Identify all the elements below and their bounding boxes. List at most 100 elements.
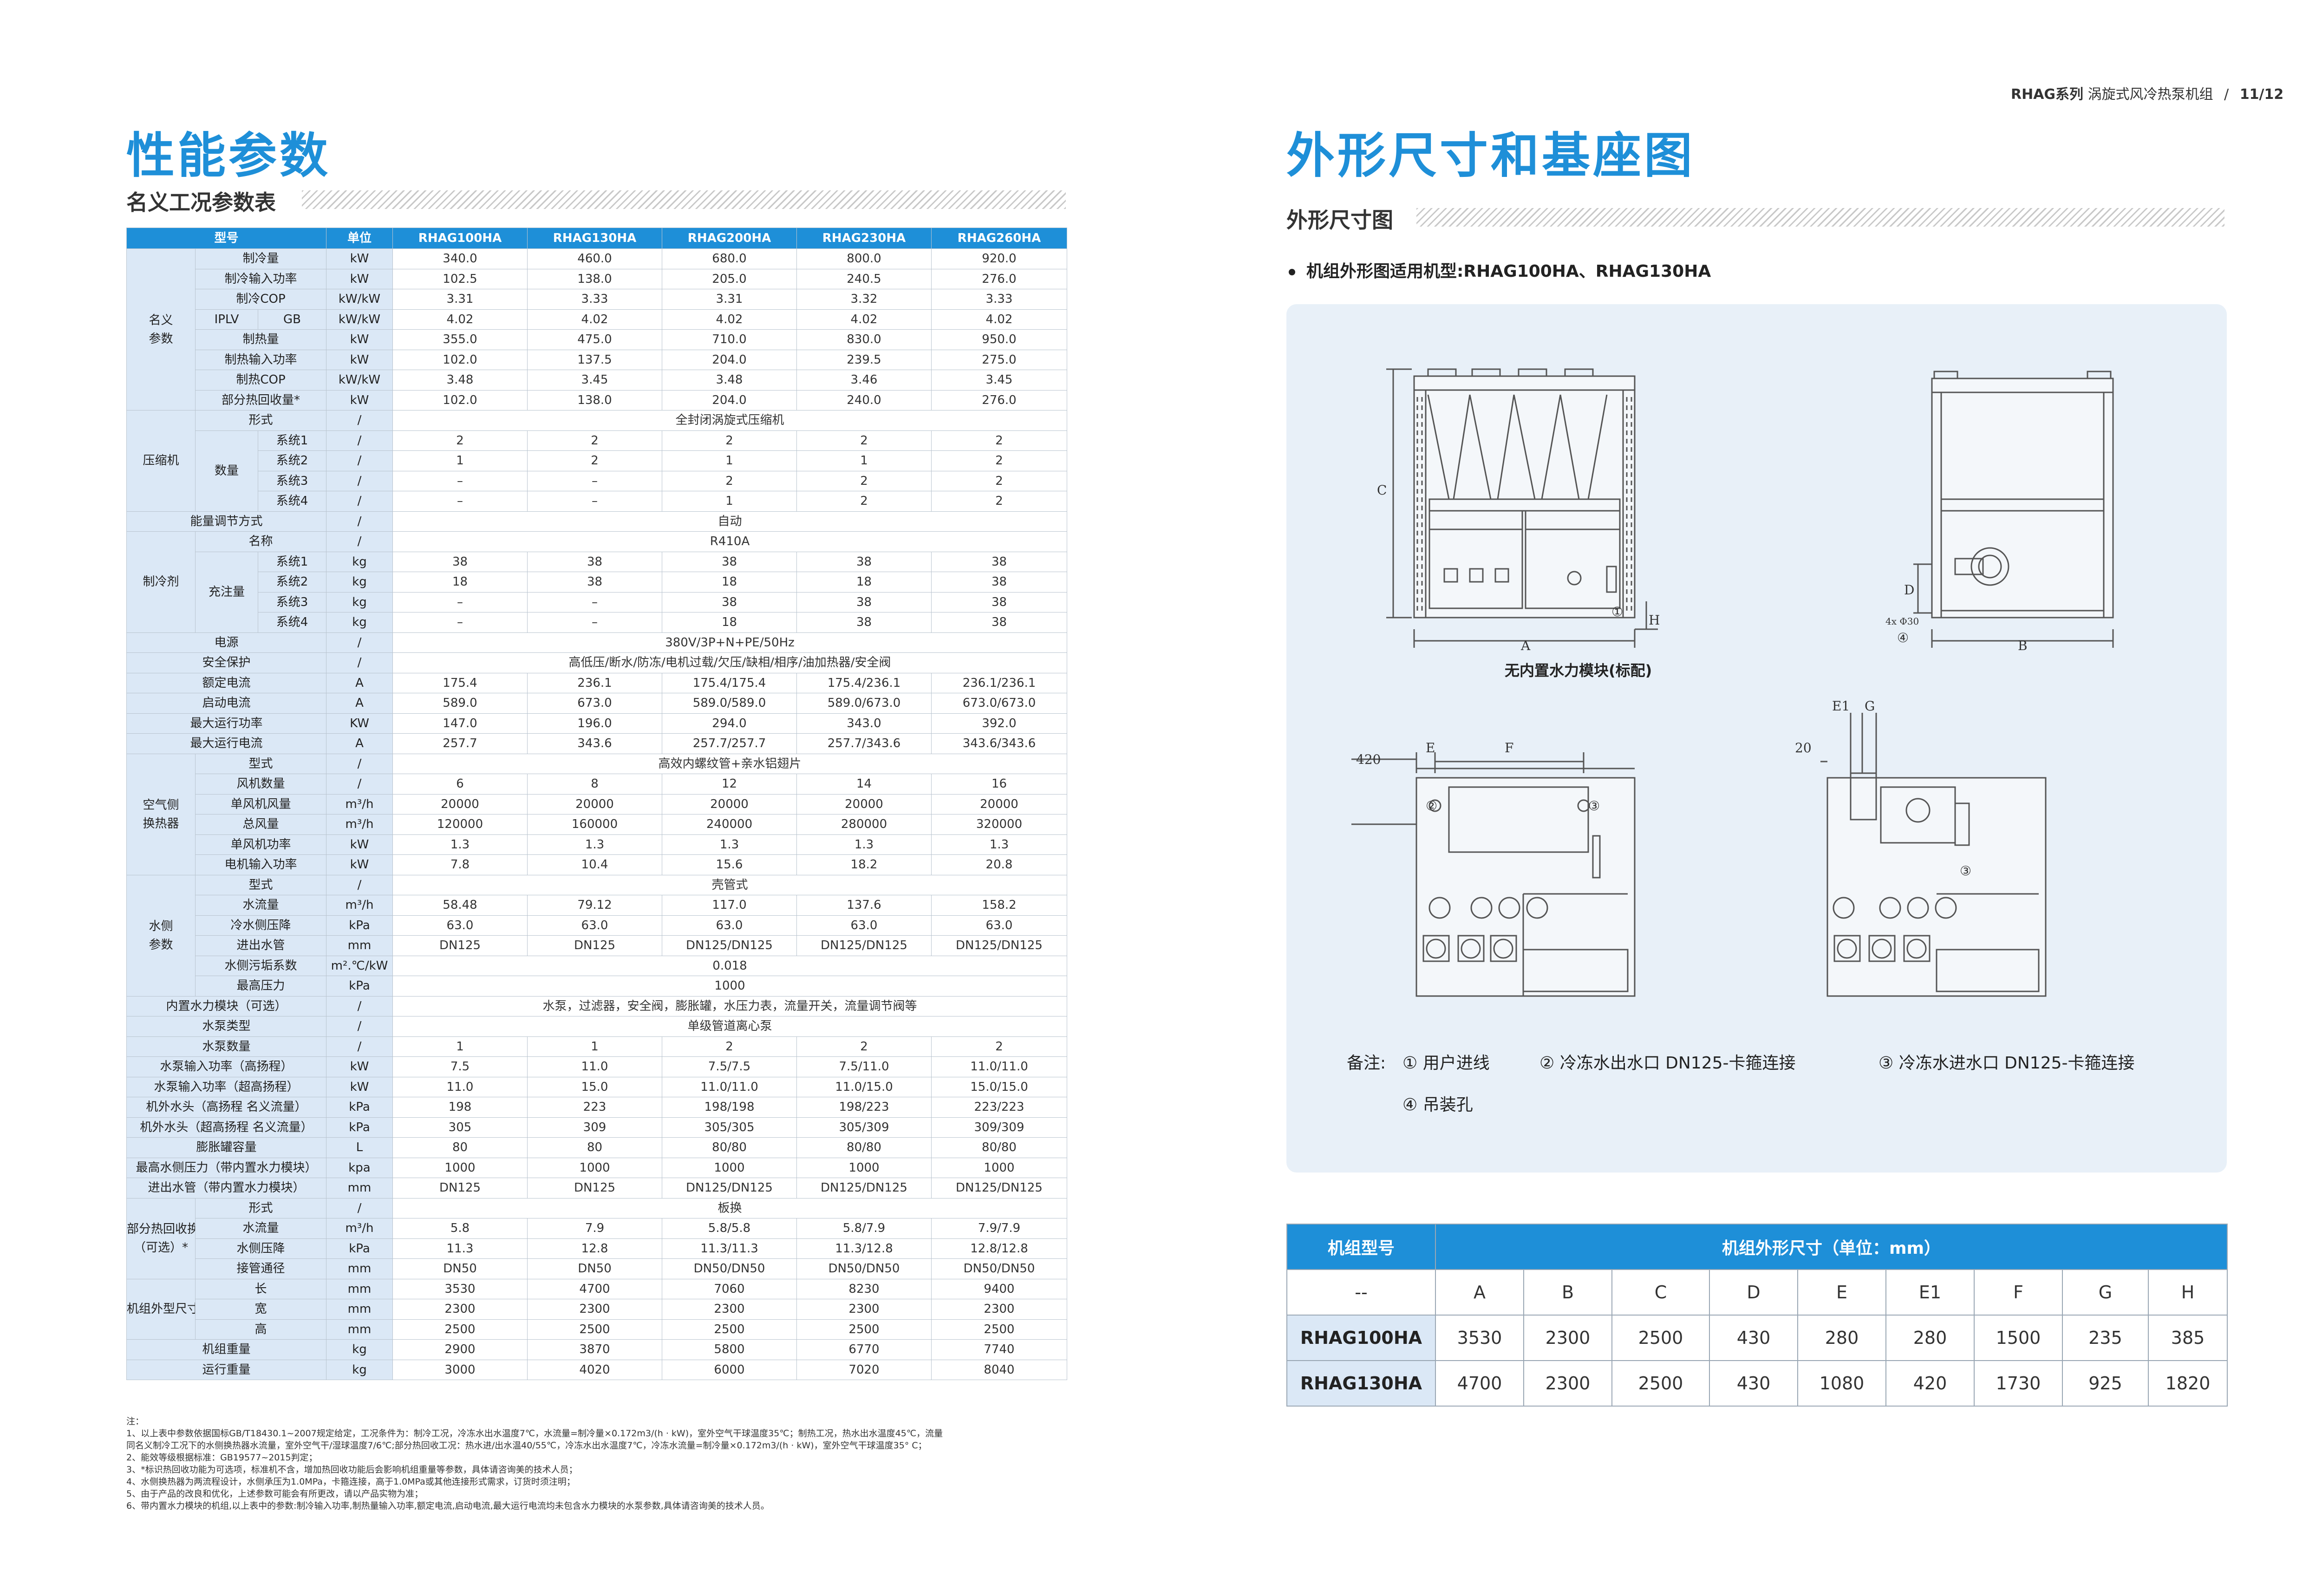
value-cell: 2500 (392, 1319, 528, 1340)
row-label: 名称 (195, 531, 326, 552)
row-label: 机外水头（超高扬程 名义流量） (126, 1117, 326, 1138)
row-label: 最高水侧压力（带内置水力模块） (126, 1157, 326, 1178)
value-cell: 343.0 (796, 713, 932, 734)
value-cell: 102.5 (392, 268, 528, 289)
value-cell: 137.5 (527, 349, 662, 370)
dim-label-20: 20 (1795, 740, 1812, 756)
value-cell: 11.0 (392, 1076, 528, 1097)
row-label: 最大运行功率 (126, 713, 326, 734)
unit-cell: kPa (326, 1238, 393, 1259)
unit-cell: / (326, 470, 393, 491)
value-cell: DN50/DN50 (662, 1258, 797, 1279)
subgroup-label: 数量 (195, 430, 258, 512)
row-label: 制冷输入功率 (195, 268, 326, 289)
value-cell: 80/80 (796, 1137, 932, 1158)
value-cell: 3.45 (527, 370, 662, 391)
value-cell: 4700 (527, 1278, 662, 1299)
unit-cell: mm (326, 1258, 393, 1279)
group-label: 名义参数 (126, 248, 196, 410)
unit-cell: / (326, 652, 393, 673)
row-label: 系统4 (258, 491, 326, 512)
row-label: 接管通径 (195, 1258, 326, 1279)
table-row: 空气侧换热器型式/高效内螺纹管+亲水铝翅片 (126, 753, 1067, 875)
unit-cell: / (326, 996, 393, 1016)
value-cell: 309 (527, 1117, 662, 1138)
group-label: 机组外型尺寸 (126, 1278, 196, 1340)
dim-label-f: F (1505, 740, 1513, 756)
value-cell: 11.0/11.0 (931, 1056, 1067, 1077)
value-cell: 20000 (392, 794, 528, 814)
value-cell: 2 (527, 430, 662, 451)
value-cell: 4.02 (527, 309, 662, 330)
unit-cell: / (326, 1016, 393, 1037)
value-cell: 3.31 (392, 289, 528, 310)
value-cell: 257.7 (392, 733, 528, 754)
value-cell: 63.0 (392, 915, 528, 936)
value-cell: 2 (662, 470, 797, 491)
footnote-line: 1、以上表中参数依据国标GB/T18430.1~2007规定给定，工况条件为：制… (126, 1428, 943, 1439)
value-cell: DN125 (392, 1178, 528, 1199)
value-cell: 223 (527, 1097, 662, 1118)
row-label: 风机数量 (195, 774, 326, 795)
merged-value-cell: R410A (392, 531, 1067, 552)
value-cell: 4.02 (796, 309, 932, 330)
value-cell: 2 (662, 1036, 797, 1057)
footnote-line: 5、由于产品的改良和优化，上述参数可能会有所更改，请以产品实物为准； (126, 1489, 424, 1499)
dim-label-a: A (1520, 638, 1531, 653)
value-cell: 8230 (796, 1278, 932, 1299)
footnote-line: 3、*标识热回收功能为可选项，标准机不含，增加热回收功能后会影响机组重量等参数，… (126, 1465, 578, 1475)
unit-cell: / (326, 430, 393, 451)
unit-cell: / (326, 632, 393, 653)
unit-cell: kPa (326, 1117, 393, 1138)
value-cell: 18 (662, 572, 797, 593)
row-label: 电机输入功率 (195, 854, 326, 875)
value-cell: 3.48 (392, 370, 528, 391)
value-cell: 7.9/7.9 (931, 1218, 1067, 1239)
value-cell: DN50 (392, 1258, 528, 1279)
value-cell: 710.0 (662, 329, 797, 350)
merged-value-cell: 水泵，过滤器，安全阀，膨胀罐，水压力表，流量开关，流量调节阀等 (392, 996, 1067, 1016)
row-label: 系统4 (258, 612, 326, 633)
value-cell: 6770 (796, 1339, 932, 1360)
notes-label: 备注: (1347, 1054, 1386, 1073)
series-subtitle: 涡旋式风冷热泵机组 (2087, 86, 2213, 103)
value-cell: 1 (662, 491, 797, 512)
value-cell: 950.0 (931, 329, 1067, 350)
row-label: 单风机风量 (195, 794, 326, 814)
dim-col-label: F (1974, 1269, 2063, 1316)
row-label: 机组重量 (126, 1339, 326, 1360)
value-cell: 3870 (527, 1339, 662, 1360)
col-header: 单位 (326, 228, 393, 249)
value-cell: 2500 (527, 1319, 662, 1340)
row-label: 长 (195, 1278, 326, 1299)
value-cell: 58.48 (392, 895, 528, 916)
dim-value-cell: 3530 (1435, 1315, 1524, 1361)
value-cell: DN50/DN50 (931, 1258, 1067, 1279)
value-cell: 117.0 (662, 895, 797, 916)
unit-cell: L (326, 1137, 393, 1158)
unit-cell: kW (326, 854, 393, 875)
value-cell: 305/309 (796, 1117, 932, 1138)
row-label: 形式 (195, 410, 326, 431)
row-label: 进出水管 (195, 935, 326, 956)
front-view (1413, 368, 1636, 619)
value-cell: 2 (796, 491, 932, 512)
value-cell: 1.3 (796, 834, 932, 855)
dim-label-d: D (1904, 582, 1914, 598)
base-view-right (1826, 772, 2047, 997)
value-cell: 1.3 (662, 834, 797, 855)
